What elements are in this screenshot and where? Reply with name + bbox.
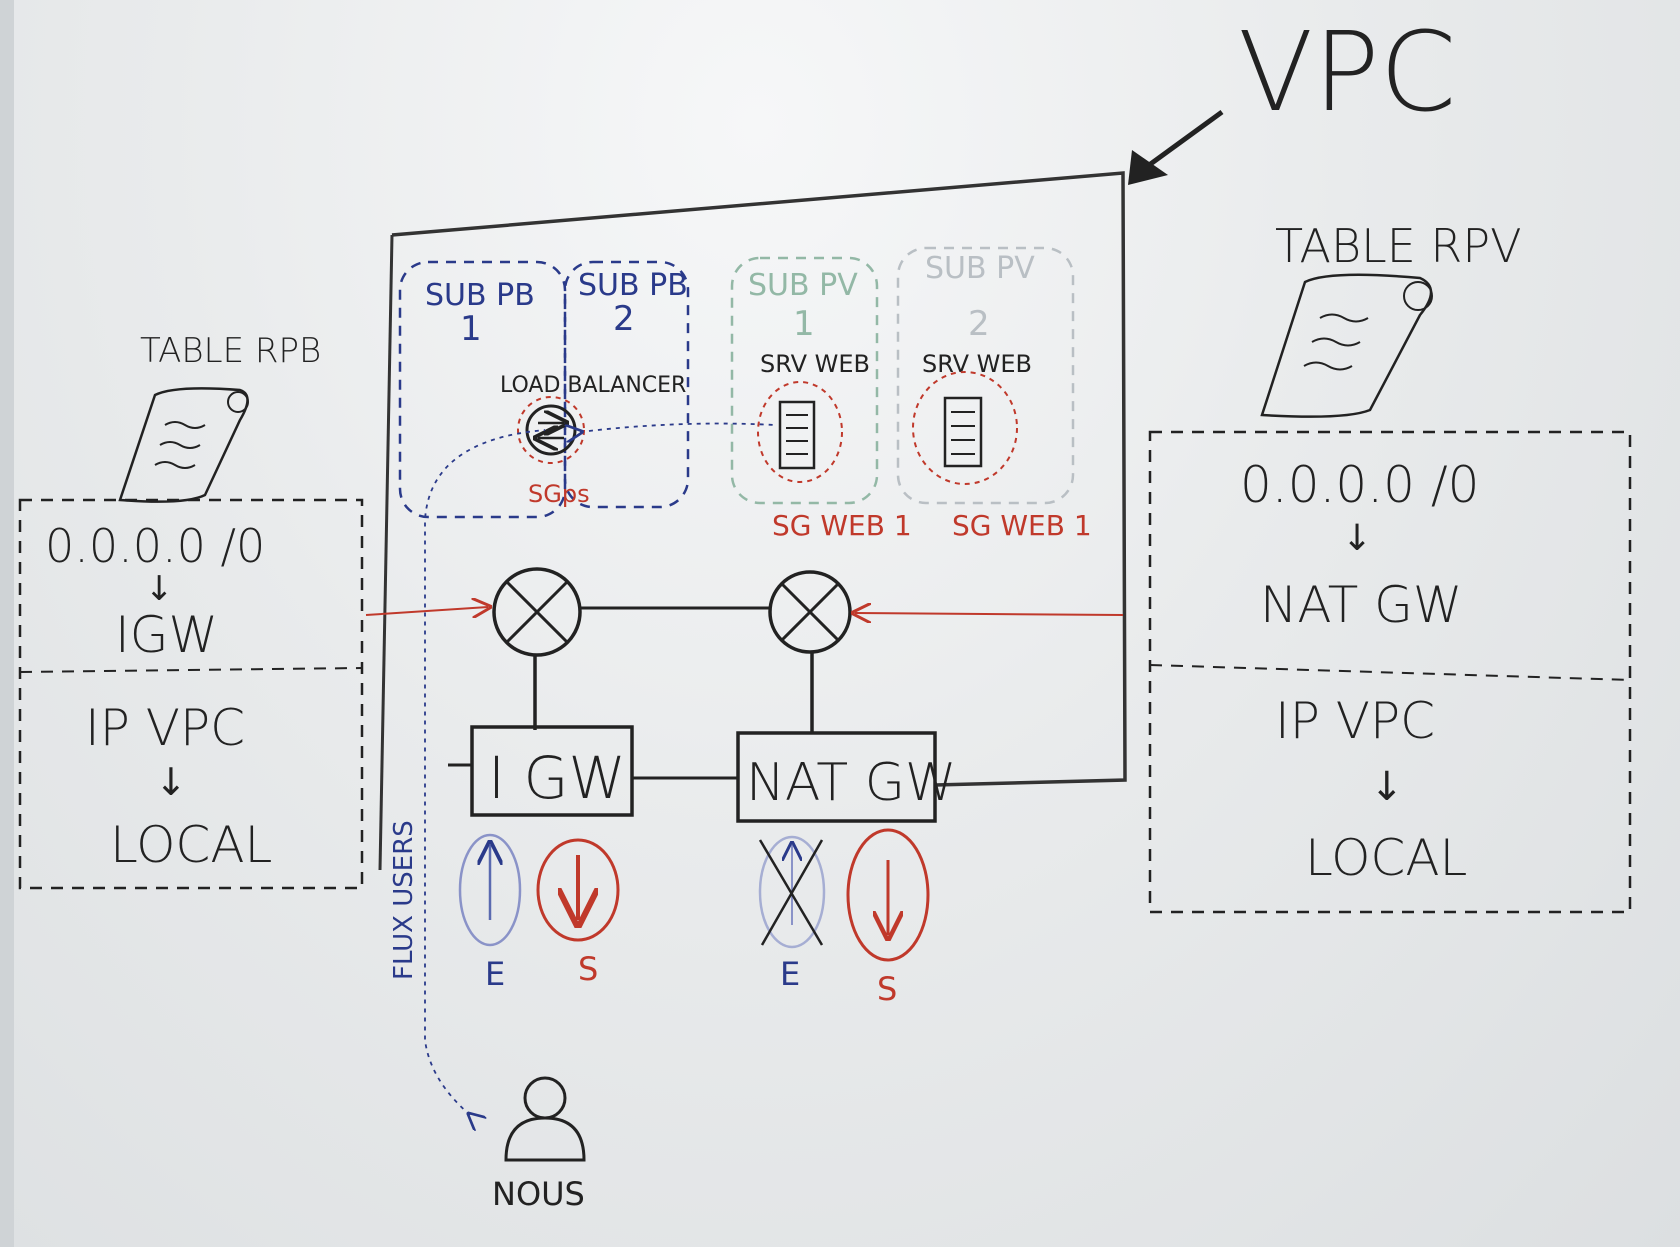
vpc-arrow-head: [1128, 150, 1168, 185]
nat-ingress-cross-b: [760, 839, 824, 946]
scroll-icon-rpb: [118, 387, 249, 503]
server-1-sg-ring: [757, 381, 843, 483]
lb-to-server-flow: [580, 422, 776, 432]
table-rpb-route-2-target: LOCAL: [110, 816, 272, 874]
table-rpv-box: [1148, 430, 1632, 914]
nat-ingress-label: E: [780, 955, 800, 993]
scroll-icon-rpv: [1260, 273, 1433, 418]
table-rpb-box: [18, 498, 364, 890]
table-rpv-route-1-target: NAT GW: [1260, 576, 1462, 634]
table-rpb-route-2-dest: IP VPC: [85, 699, 245, 757]
vpc-boundary: [391, 171, 1127, 787]
igw-egress-label: S: [578, 950, 598, 988]
subnet-pb-1-name: SUB PB: [425, 278, 535, 313]
server-1-sg: SG WEB 1: [772, 509, 912, 542]
subnet-pb-1-num: 1: [460, 309, 482, 349]
subnet-pb-2-num: 2: [613, 299, 635, 339]
flux-users-label: FLUX USERS: [389, 820, 419, 980]
table-rpv-route-1-dest: 0.0.0.0 /0: [1240, 456, 1479, 514]
load-balancer-label: LOAD BALANCER: [500, 373, 686, 398]
load-balancer-sg: SGps: [528, 480, 590, 508]
rpb-to-router-arrow: [365, 607, 488, 615]
router-igw-icon: [492, 567, 582, 657]
nat-label: NAT GW: [746, 753, 956, 813]
server-2-sg: SG WEB 1: [952, 509, 1092, 542]
nat-egress-ring: [846, 828, 930, 962]
subnet-pv-2: [896, 246, 1075, 505]
subnet-pv-1-num: 1: [793, 304, 815, 344]
igw-ingress-ring: [458, 833, 522, 947]
server-2-icon: [943, 396, 983, 468]
vpc-label-group: VPC: [1128, 8, 1456, 185]
table-rpb-route-1-arrow: ↓: [145, 569, 174, 609]
user-label: NOUS: [492, 1175, 585, 1213]
router-nat-icon: [768, 570, 852, 654]
server-1-label: SRV WEB: [760, 350, 870, 378]
table-rpb-route-1-target: IGW: [115, 606, 218, 664]
subnet-pb-2-name: SUB PB: [578, 268, 688, 303]
nat-ingress-ring: [758, 835, 826, 949]
rpv-to-router-arrow: [855, 613, 1124, 615]
table-rpv-title: TABLE RPV: [1275, 219, 1522, 273]
server-2-label: SRV WEB: [922, 350, 1032, 378]
table-rpv-route-2-target: LOCAL: [1305, 829, 1467, 887]
igw-ingress-label: E: [485, 955, 505, 993]
table-rpb-route-2-arrow: ↓: [155, 760, 187, 804]
table-rpv-route-2-arrow: ↓: [1370, 764, 1404, 810]
board-edge: [0, 0, 14, 1247]
subnet-pb-2: [563, 260, 690, 509]
server-1-icon: [778, 400, 816, 470]
igw-egress-ring: [536, 838, 620, 942]
table-rpb-divider: [19, 667, 363, 673]
vpc-label: VPC: [1238, 8, 1456, 136]
vpc-boundary-left: [378, 234, 394, 871]
user-icon: [504, 1076, 586, 1162]
igw-box: [470, 725, 634, 817]
table-rpv-route-1-arrow: ↓: [1342, 518, 1372, 559]
nat-egress-label: S: [877, 970, 897, 1008]
subnet-pv-2-num: 2: [968, 304, 990, 344]
server-2-sg-ring: [912, 371, 1018, 485]
subnet-pv-2-name: SUB PV: [925, 251, 1035, 286]
table-rpb-title: TABLE RPB: [140, 331, 321, 371]
igw-label: I GW: [488, 744, 626, 812]
subnet-pv-1: [730, 256, 879, 505]
table-rpv-divider: [1149, 664, 1631, 681]
table-rpv-route-2-dest: IP VPC: [1275, 692, 1435, 750]
table-rpb-route-1-dest: 0.0.0.0 /0: [45, 519, 265, 573]
flux-users-path: [424, 429, 546, 1115]
subnet-pv-1-name: SUB PV: [748, 268, 858, 303]
load-balancer-icon: [525, 404, 577, 456]
